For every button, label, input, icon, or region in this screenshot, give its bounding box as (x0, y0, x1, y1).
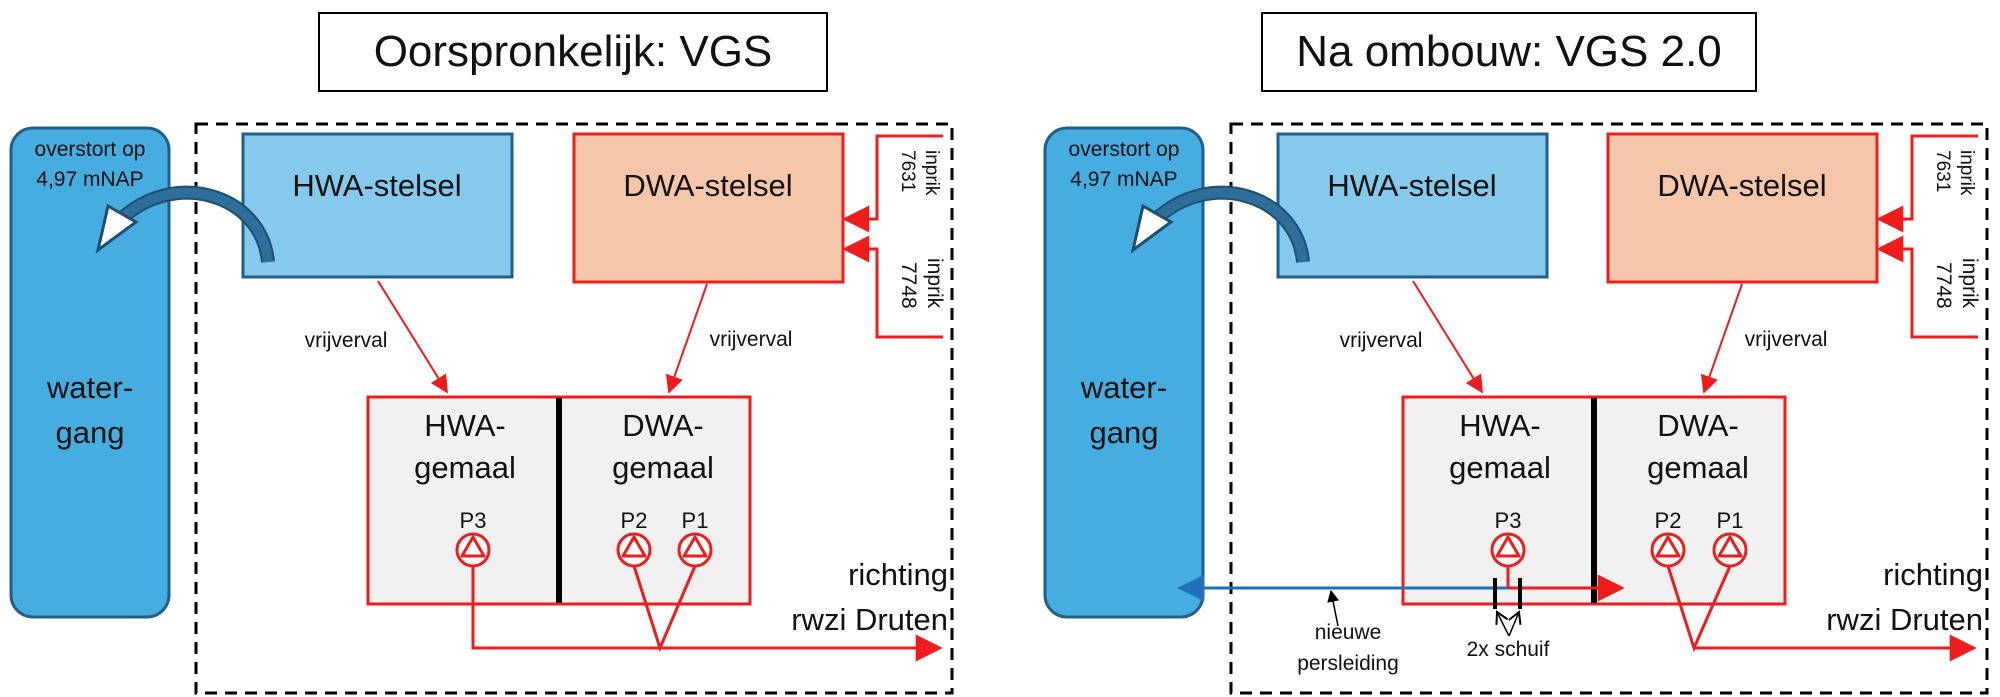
pump-p3-icon (455, 532, 491, 568)
nieuwe-persleiding-pointer (1327, 589, 1340, 627)
watergang-new-label-line1: water- (1080, 370, 1167, 405)
persleiding-dwa-pumps (632, 565, 697, 653)
vrijverval-right-label: vrijverval (710, 328, 793, 351)
dwa-gemaal-label-line2: gemaal (612, 450, 714, 485)
hwa-stelsel-new-label: HWA-stelsel (1327, 168, 1496, 203)
pump-p1-new-label: P1 (1717, 508, 1744, 533)
inprik-7631-new-line1: inprik (1956, 150, 1977, 196)
direction-label-new-line1: richting (1883, 557, 1983, 592)
site-boundary (194, 122, 954, 695)
inprik-7748-new-line1: inprik (1958, 258, 1981, 309)
diagram-new: Na ombouw: VGS 2.0 overstort op 4,97 mNA… (1043, 12, 1989, 695)
watergang-label-line2: gang (56, 415, 125, 450)
overflow-arrow-icon (95, 185, 275, 263)
nieuwe-persleiding-label-line1: nieuwe (1315, 621, 1382, 644)
overflow-label-line2: 4,97 mNAP (36, 168, 143, 191)
pump-p2-new-label: P2 (1655, 508, 1682, 533)
vrijverval-right-new-label: vrijverval (1745, 328, 1828, 351)
valve-2-pointer (1508, 610, 1522, 637)
vrijverval-dwa-line-new (1700, 283, 1743, 394)
title-box-original (318, 12, 828, 92)
inprik-7748-line2: 7748 (897, 262, 920, 309)
watergang-new-label-line2: gang (1090, 415, 1159, 450)
inprik-line-7748-new (1876, 235, 1978, 339)
direction-label-new-line2: rwzi Druten (1826, 602, 1983, 637)
dwa-gemaal-new-label-line1: DWA- (1657, 408, 1739, 443)
pump-p1-icon (677, 532, 713, 568)
direction-label-line1: richting (848, 557, 948, 592)
dwa-stelsel-label: DWA-stelsel (623, 168, 792, 203)
vrijverval-dwa-line (665, 283, 708, 394)
pump-p3-label: P3 (460, 508, 487, 533)
inprik-7631-new-line2: 7631 (1932, 150, 1953, 192)
pump-p2-icon (616, 532, 652, 568)
pump-p2-label: P2 (621, 508, 648, 533)
watergang-label-line1: water- (46, 370, 133, 405)
inprik-7748-line1: inprik (923, 258, 946, 309)
hwa-gemaal-new-label-line1: HWA- (1459, 408, 1541, 443)
watergang (9, 126, 171, 619)
hwa-stelsel-label: HWA-stelsel (292, 168, 461, 203)
direction-label-line2: rwzi Druten (791, 602, 948, 637)
site-boundary-new (1229, 122, 1989, 695)
inprik-line-7748 (842, 235, 943, 339)
valve-label: 2x schuif (1467, 638, 1550, 661)
hwa-gemaal-label-line2: gemaal (414, 450, 516, 485)
pump-p2-new-icon (1650, 532, 1686, 568)
nieuwe-persleiding-label-line2: persleiding (1297, 652, 1399, 675)
persleiding-main (471, 566, 943, 662)
pump-p1-new-icon (1712, 532, 1748, 568)
overflow-arrow-new-icon (1130, 185, 1310, 263)
title-box-new (1261, 12, 1757, 92)
dwa-gemaal-new-label-line2: gemaal (1647, 450, 1749, 485)
dwa-gemaal-label-line1: DWA- (622, 408, 704, 443)
vrijverval-hwa-line-new (1412, 280, 1483, 394)
inprik-7748-new-line2: 7748 (1932, 262, 1955, 309)
valve-1-pointer (1495, 610, 1510, 637)
overflow-label-new-line2: 4,97 mNAP (1070, 168, 1177, 191)
vrijverval-left-label: vrijverval (305, 329, 388, 352)
vrijverval-hwa-line (377, 280, 448, 394)
inprik-line-7631 (842, 134, 943, 233)
overflow-label-new-line1: overstort op (1069, 138, 1180, 161)
hwa-stelsel (241, 132, 514, 279)
vrijverval-left-new-label: vrijverval (1340, 329, 1423, 352)
hwa-stelsel-new (1276, 132, 1549, 279)
pump-p3-new-icon (1490, 532, 1526, 568)
title-original: Oorspronkelijk: VGS (374, 27, 773, 76)
pump-p3-new-label: P3 (1495, 508, 1522, 533)
overflow-label-line1: overstort op (35, 138, 146, 161)
dwa-stelsel-new (1606, 132, 1879, 284)
dwa-stelsel (572, 132, 845, 284)
title-new: Na ombouw: VGS 2.0 (1296, 27, 1722, 76)
watergang-new (1043, 126, 1205, 619)
diagram-original: Oorspronkelijk: VGS overstort op 4,97 mN… (9, 12, 954, 695)
inprik-7631-line1: inprik (921, 150, 942, 196)
dwa-stelsel-new-label: DWA-stelsel (1657, 168, 1826, 203)
pump-p1-label: P1 (682, 508, 709, 533)
inprik-line-7631-new (1876, 134, 1978, 233)
inprik-7631-line2: 7631 (897, 150, 918, 192)
hwa-gemaal-new-label-line2: gemaal (1449, 450, 1551, 485)
hwa-gemaal-label-line1: HWA- (424, 408, 506, 443)
